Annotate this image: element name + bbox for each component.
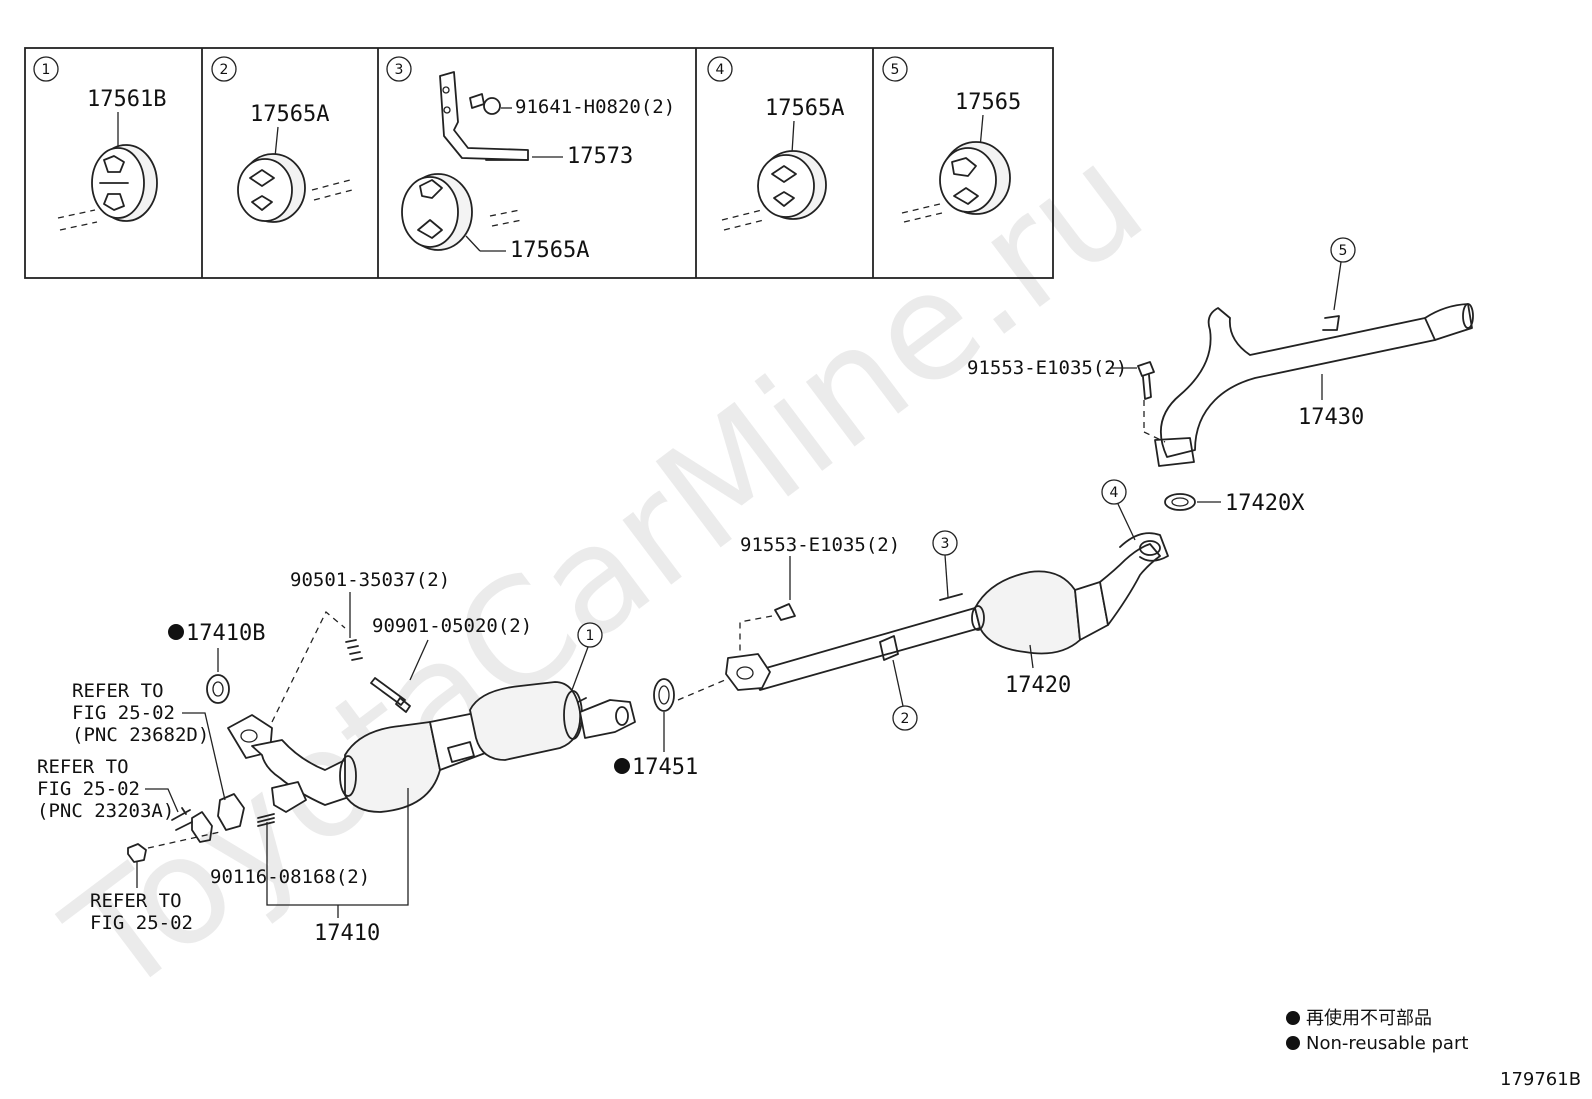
- gasket-front: [217, 793, 245, 831]
- callout-17410: 17410: [314, 921, 380, 946]
- legend-japanese: 再使用不可部品: [1306, 1008, 1432, 1029]
- callout-17420X: 17420X: [1225, 491, 1305, 516]
- inset-number: 1: [42, 62, 51, 78]
- callout-90116: 90116-08168(2): [210, 866, 370, 888]
- inset-number-badge: [211, 56, 237, 82]
- hanger-bracket-17573: [439, 71, 529, 161]
- callout-17430: 17430: [1298, 405, 1364, 430]
- part-label: 17565: [955, 90, 1021, 115]
- tail-pipe-17430[interactable]: [1154, 303, 1474, 467]
- inset-3[interactable]: 3 91641-H0820(2) 17573 17565A: [386, 56, 675, 263]
- part-label: 17565A: [250, 102, 329, 127]
- bolt-91553-mid: [774, 603, 796, 621]
- stud-90116: [257, 813, 275, 827]
- svg-text:FIG 25-02: FIG 25-02: [72, 702, 175, 724]
- bolt-90901: [370, 677, 411, 713]
- refer-note-2: REFER TO FIG 25-02 (PNC 23203A): [37, 756, 179, 822]
- guide-line: [677, 679, 726, 701]
- part-label: 17565A: [510, 238, 589, 263]
- legend-english: Non-reusable part: [1306, 1033, 1468, 1054]
- rubber-hanger-17565: [939, 141, 1011, 215]
- nut-front: [127, 843, 147, 863]
- inset-number: 4: [716, 62, 725, 78]
- callout-90901: 90901-05020(2): [372, 615, 532, 637]
- gasket-17420X[interactable]: [1164, 493, 1196, 511]
- rubber-hanger-17565A: [757, 150, 827, 220]
- figure-id: 179761B: [1500, 1069, 1581, 1090]
- inset-1[interactable]: 1 17561B: [33, 56, 166, 231]
- marker-5[interactable]: 5: [1330, 237, 1356, 311]
- callout-90501: 90501-35037(2): [290, 569, 450, 591]
- watermark-text: ToyotaCarMine.ru: [37, 112, 1174, 1028]
- svg-text:FIG 25-02: FIG 25-02: [90, 912, 193, 934]
- inset-4[interactable]: 4 17565A: [707, 56, 844, 231]
- inset-number: 5: [891, 62, 900, 78]
- bolt-91553-top: [1137, 361, 1155, 400]
- front-pipe-converter-17410[interactable]: [227, 681, 636, 813]
- inset-number-badge: [707, 56, 733, 82]
- svg-text:4: 4: [1110, 485, 1119, 501]
- part-label: 17565A: [765, 96, 844, 121]
- legend: 再使用不可部品 Non-reusable part: [1286, 1008, 1468, 1054]
- callout-91553-mid: 91553-E1035(2): [740, 534, 900, 556]
- inset-5[interactable]: 5 17565: [882, 56, 1021, 223]
- guide-line: [271, 610, 346, 723]
- rubber-hanger-17565A: [401, 173, 473, 251]
- svg-text:(PNC 23203A): (PNC 23203A): [37, 800, 174, 822]
- callout-17410B: 17410B: [186, 621, 265, 646]
- part-label: 17573: [567, 144, 633, 169]
- svg-text:2: 2: [901, 711, 910, 727]
- center-pipe-17420[interactable]: [725, 532, 1169, 691]
- callout-91553-top: 91553-E1035(2): [967, 357, 1127, 379]
- rubber-hanger-17561B: [91, 144, 158, 222]
- rubber-hanger-17565A: [237, 153, 306, 223]
- inset-number: 3: [395, 62, 404, 78]
- svg-text:FIG 25-02: FIG 25-02: [37, 778, 140, 800]
- refer-note-1: REFER TO FIG 25-02 (PNC 23682D): [72, 680, 226, 801]
- svg-text:REFER TO: REFER TO: [72, 680, 164, 702]
- svg-text:REFER TO: REFER TO: [90, 890, 182, 912]
- non-reusable-dot: [168, 624, 184, 640]
- non-reusable-dot: [614, 758, 630, 774]
- svg-text:1: 1: [586, 628, 595, 644]
- guide-line: [739, 615, 773, 655]
- guide-line: [1143, 431, 1166, 443]
- marker-2[interactable]: 2: [892, 659, 918, 731]
- spring-90501: [345, 639, 363, 661]
- inset-number-badge: [386, 56, 412, 82]
- marker-4[interactable]: 4: [1101, 479, 1136, 541]
- inset-table: [24, 47, 1054, 279]
- callout-17451: 17451: [632, 755, 698, 780]
- inset-2[interactable]: 2 17565A: [211, 56, 353, 223]
- gasket-17451[interactable]: [653, 678, 675, 712]
- inset-number: 2: [220, 62, 229, 78]
- inset-number-badge: [882, 56, 908, 82]
- svg-text:3: 3: [941, 536, 950, 552]
- marker-1[interactable]: 1: [571, 622, 603, 691]
- callout-17420: 17420: [1005, 673, 1071, 698]
- legend-dot: [1286, 1036, 1300, 1050]
- svg-text:5: 5: [1339, 243, 1348, 259]
- svg-text:REFER TO: REFER TO: [37, 756, 129, 778]
- legend-dot: [1286, 1011, 1300, 1025]
- gasket-17410B[interactable]: [206, 674, 230, 704]
- refer-note-3: REFER TO FIG 25-02: [90, 862, 193, 934]
- marker-3[interactable]: 3: [932, 530, 958, 598]
- sensor-flange: [171, 807, 213, 843]
- part-label: 17561B: [87, 87, 166, 112]
- guide-line: [147, 831, 221, 849]
- part-label: 91641-H0820(2): [515, 96, 675, 118]
- bolt-91641: [469, 93, 501, 115]
- inset-number-badge: [33, 56, 59, 82]
- svg-text:(PNC 23682D): (PNC 23682D): [72, 724, 209, 746]
